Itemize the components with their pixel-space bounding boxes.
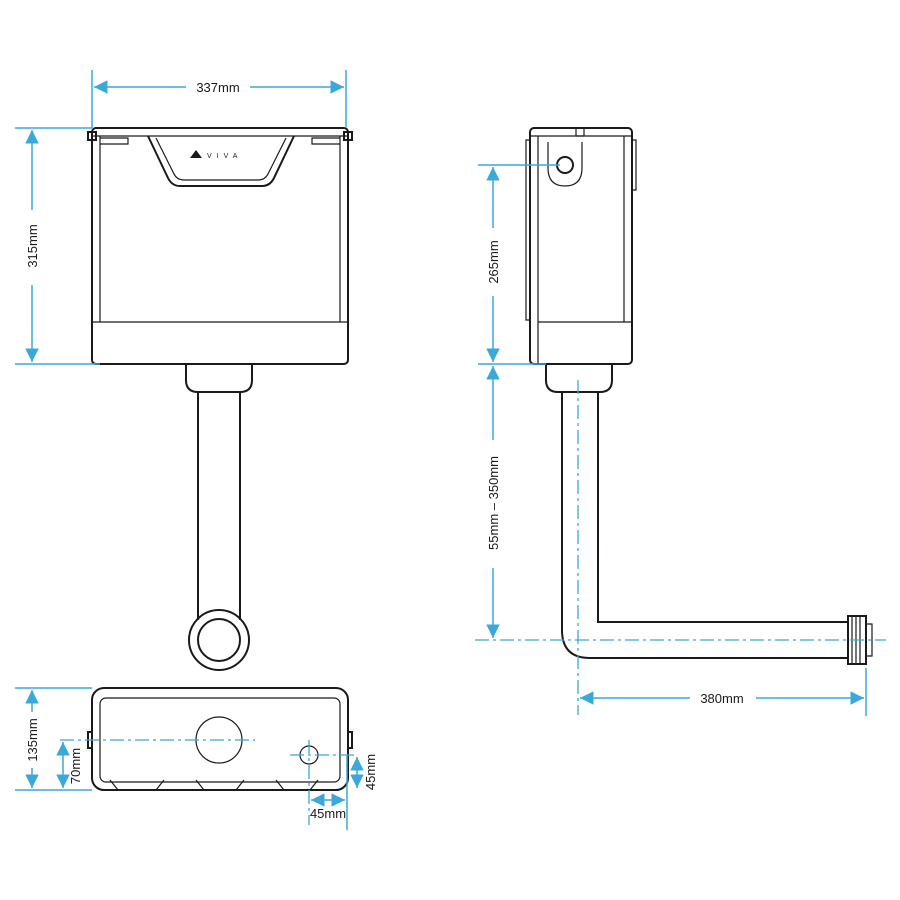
viva-logo-icon (190, 150, 202, 158)
side-view (475, 127, 886, 715)
width-dimension: 337mm (91, 70, 347, 128)
inlet-vertical-label: 45mm (363, 754, 378, 790)
side-dimensions: 265mm 55mm – 350mm 380mm (478, 164, 867, 716)
pipe-range-label: 55mm – 350mm (486, 456, 501, 550)
inlet-horizontal-label: 45mm (310, 806, 346, 821)
depth-label: 135mm (25, 718, 40, 761)
width-label: 337mm (196, 80, 239, 95)
outlet-center-label: 70mm (68, 748, 83, 784)
inlet-height-label: 265mm (486, 240, 501, 283)
brand-logo-text: VIVA (207, 153, 242, 160)
depth-dimensions: 135mm 70mm 45mm 45mm (15, 687, 378, 830)
outlet-offset-label: 380mm (700, 691, 743, 706)
plan-view (60, 687, 355, 825)
front-view: VIVA (87, 127, 353, 671)
height-label: 315mm (25, 224, 40, 267)
height-dimension: 315mm (15, 127, 100, 365)
